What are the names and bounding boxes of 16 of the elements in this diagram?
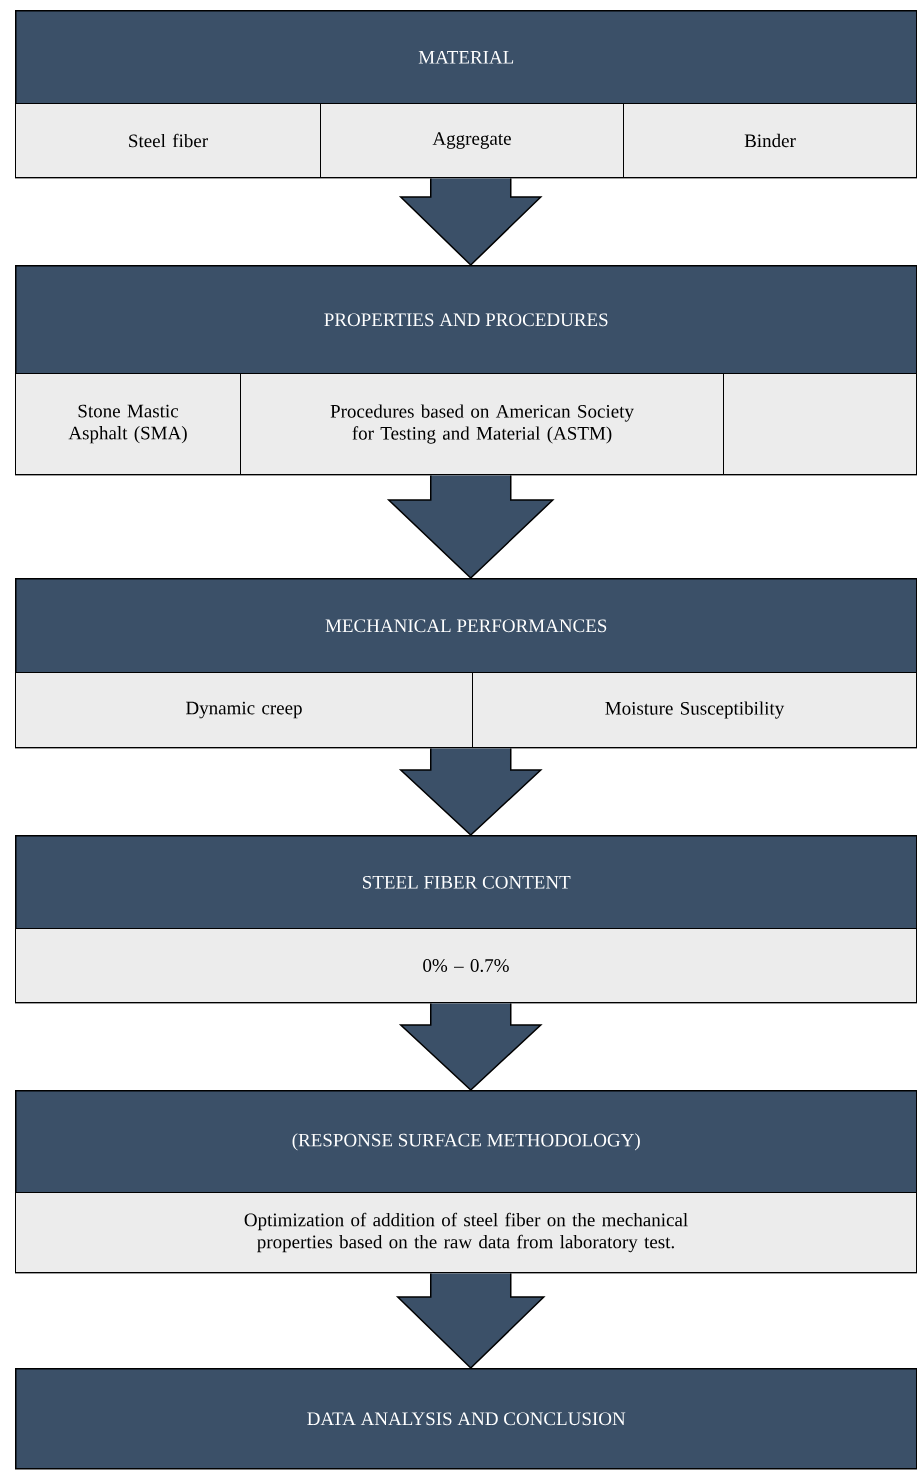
block-arrow [386, 474, 555, 580]
table-cell: Aggregate [320, 103, 624, 178]
table-cell: Optimization of addition of steel fiber on the mechanical properties based on the raw data from laboratory test. [15, 1192, 917, 1273]
block-arrow [395, 1272, 546, 1370]
block-arrow [398, 177, 543, 267]
block-arrow [398, 747, 543, 837]
table-cell: Dynamic creep [15, 672, 473, 748]
table-cell: 0% – 0.7% [15, 928, 917, 1003]
table-cell: Moisture Susceptibility [472, 672, 917, 748]
node-label: Moisture Susceptibility [605, 701, 785, 719]
table-cell: Stone Mastic Asphalt (SMA) [15, 373, 241, 475]
stage-box: DATA ANALYSIS AND CONCLUSION [15, 1368, 917, 1470]
table-cell: Steel fiber [15, 103, 321, 178]
table-cell: Binder [623, 103, 917, 178]
node-label: Binder [744, 133, 796, 148]
block-arrow [398, 1002, 543, 1092]
